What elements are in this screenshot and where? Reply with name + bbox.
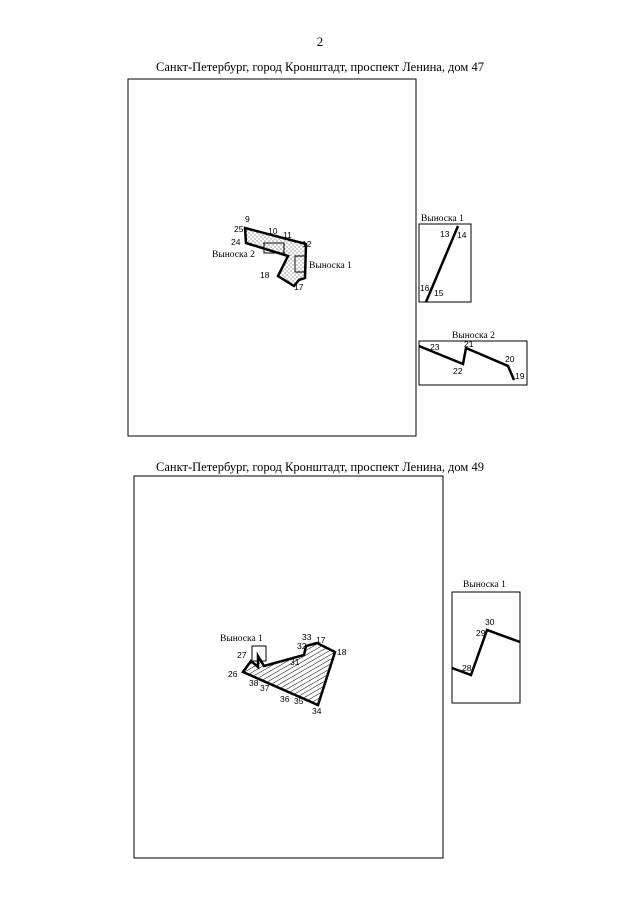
point-label-38: 38: [249, 678, 259, 688]
point-label-35: 35: [294, 696, 304, 706]
plan-house-49: Выноска 1 27 26 38 37 36 35 34 31 32 33 …: [133, 475, 521, 859]
land-plot-house-47: [243, 226, 308, 288]
callout-2-marker-label: Выноска 2: [212, 250, 255, 260]
point-label-33: 33: [302, 632, 312, 642]
land-plot-house-49: [241, 641, 337, 707]
callout-1-marker-label: Выноска 1: [309, 261, 352, 271]
point-label-12: 12: [302, 239, 312, 249]
point-label-16: 16: [420, 283, 430, 293]
point-label-9: 9: [245, 214, 250, 224]
point-label-37: 37: [260, 683, 270, 693]
point-label-10: 10: [268, 226, 278, 236]
point-label-23: 23: [430, 342, 440, 352]
callout-1-title-house-49: Выноска 1: [463, 580, 506, 590]
callout-2-box-house-47: [418, 340, 528, 386]
point-label-31: 31: [290, 657, 300, 667]
point-label-27: 27: [237, 650, 247, 660]
callout-1-boundary-line-house-49: [451, 628, 521, 677]
point-label-34: 34: [312, 706, 322, 716]
callout-1-marker-label-house-49: Выноска 1: [220, 634, 263, 644]
point-label-17: 17: [294, 282, 304, 292]
point-label-28: 28: [462, 663, 472, 673]
point-label-32: 32: [297, 641, 307, 651]
callout-1-marker-box: [294, 255, 306, 273]
page-number: 2: [316, 34, 324, 49]
section-title-house-47: Санкт-Петербург, город Кронштадт, проспе…: [156, 60, 484, 74]
plan-frame-house-49: [133, 475, 444, 859]
point-label-26: 26: [228, 669, 238, 679]
plan-house-47: Выноска 2 Выноска 1 9 25 24 10 11 12 18 …: [127, 78, 528, 437]
callout-2-marker-box: [263, 242, 285, 254]
point-label-13: 13: [440, 229, 450, 239]
point-label-11: 11: [283, 230, 292, 240]
section-title-house-49: Санкт-Петербург, город Кронштадт, проспе…: [156, 460, 484, 474]
point-label-21: 21: [464, 339, 474, 349]
callout-1-boundary-line: [424, 225, 460, 303]
plan-frame-house-47: [127, 78, 417, 437]
callout-2-title-house-47: Выноска 2: [452, 331, 495, 341]
point-label-18: 18: [260, 270, 270, 280]
point-label-14: 14: [457, 230, 467, 240]
point-label-25: 25: [234, 224, 244, 234]
point-label-30: 30: [485, 617, 495, 627]
point-label-20: 20: [505, 354, 515, 364]
point-label-18-house-49: 18: [337, 647, 347, 657]
callout-1-box-house-49: [451, 591, 521, 704]
point-label-15: 15: [434, 288, 444, 298]
callout-1-box-house-47: [418, 223, 472, 303]
point-label-22: 22: [453, 366, 463, 376]
callout-2-boundary-line: [418, 344, 516, 381]
point-label-36: 36: [280, 694, 290, 704]
point-label-29: 29: [476, 628, 486, 638]
callout-1-marker-box-house-49: [251, 645, 267, 662]
callout-1-title-house-47: Выноска 1: [421, 214, 464, 224]
point-label-24: 24: [231, 237, 241, 247]
point-label-17-house-49: 17: [316, 635, 326, 645]
point-label-19: 19: [515, 371, 525, 381]
